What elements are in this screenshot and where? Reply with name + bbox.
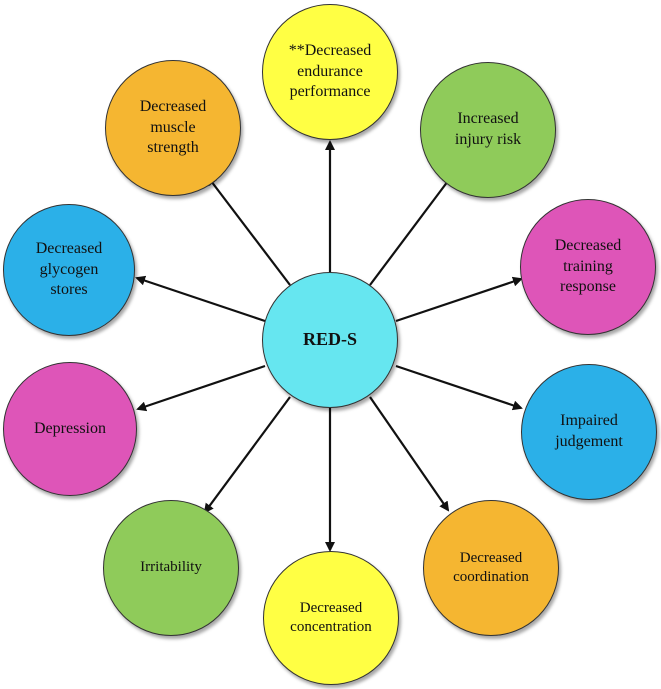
arrow-to-coordination — [369, 396, 450, 512]
node-concentration: Decreased concentration — [263, 551, 399, 685]
node-training-response: Decreased training response — [520, 199, 656, 335]
node-endurance-performance: **Decreased endurance performance — [262, 4, 398, 140]
node-irritability: Irritability — [103, 500, 239, 636]
node-label: Impaired judgement — [555, 412, 623, 450]
node-label: Depression — [34, 419, 106, 437]
node-depression: Depression — [3, 362, 137, 496]
arrow-to-depression — [136, 364, 266, 412]
node-label: Irritability — [140, 559, 202, 576]
arrow-to-training-response — [395, 276, 523, 323]
node-coordination: Decreased coordination — [423, 500, 559, 636]
arrow-to-irritability — [203, 396, 291, 514]
center-label: RED-S — [302, 329, 357, 350]
node-muscle-strength: Decreased muscle strength — [105, 60, 241, 196]
arrow-to-injury-risk — [369, 175, 453, 286]
node-label: Increased injury risk — [454, 110, 522, 148]
arrow-to-muscle-strength — [206, 175, 291, 286]
node-label: Decreased training response — [554, 236, 622, 296]
node-impaired-judgement: Impaired judgement — [521, 364, 657, 500]
arrow-to-glycogen — [135, 275, 266, 323]
center-node-red-s: RED-S — [262, 272, 398, 408]
node-label: Decreased coordination — [453, 549, 529, 586]
node-label: Decreased concentration — [290, 599, 372, 636]
node-label: Decreased glycogen stores — [35, 239, 103, 299]
node-glycogen-stores: Decreased glycogen stores — [3, 204, 135, 336]
arrow-to-judgement — [395, 364, 523, 411]
node-label: Decreased muscle strength — [139, 97, 207, 157]
node-injury-risk: Increased injury risk — [420, 62, 556, 198]
node-label: **Decreased endurance performance — [288, 41, 372, 101]
